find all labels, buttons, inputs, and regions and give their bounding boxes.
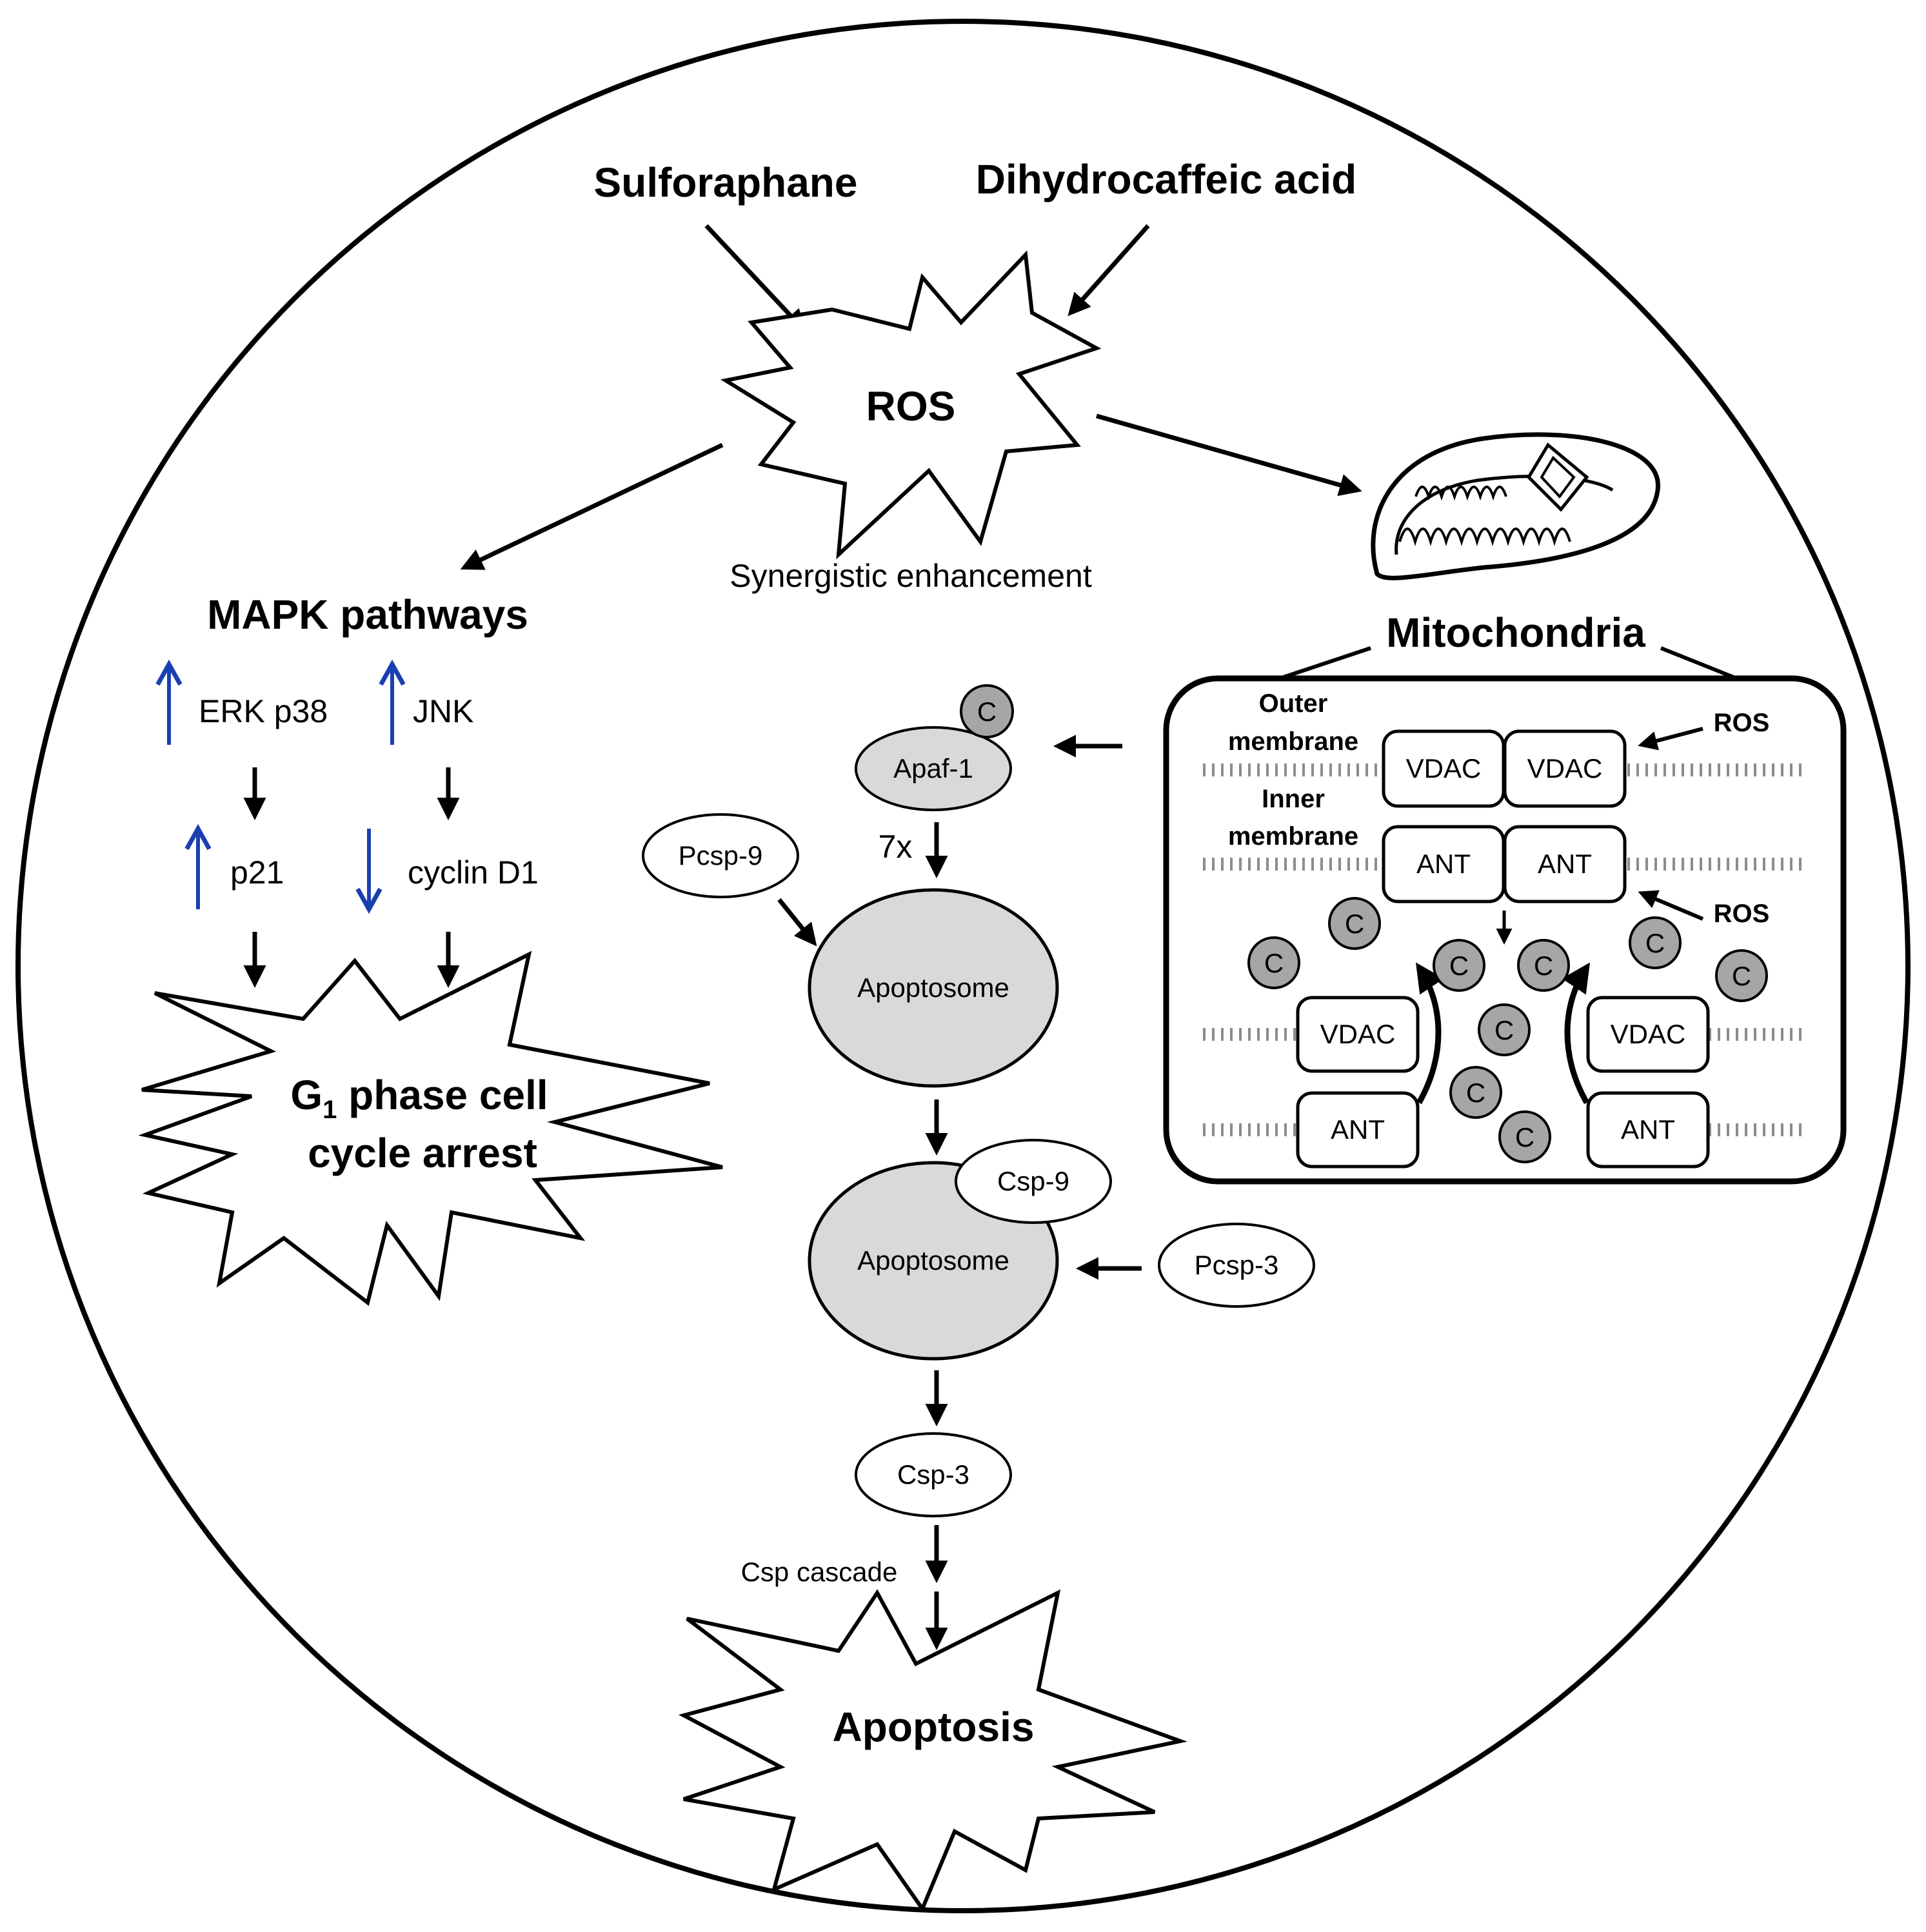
cytochrome-c-5 [1629,916,1682,969]
mapk-title: MAPK pathways [207,591,528,638]
dihydrocaffeic-acid-label: Dihydrocaffeic acid [976,156,1356,202]
arrow-ros-mito [1096,413,1362,497]
csp-3-node [855,1432,1012,1517]
arrow-pcsp9-apoptosome [777,898,817,947]
vdac-box-2 [1503,729,1627,808]
pcsp-9-node [642,813,799,898]
inner-membrane-label-1: Inner [1262,785,1325,813]
outer-membrane-right [1625,764,1805,776]
pcsp-3-label: Pcsp-3 [1195,1250,1279,1280]
cytochrome-c-label-1: C [1345,909,1364,939]
apoptosome-2-label: Apoptosome [857,1245,1009,1276]
outer-membrane-label-2: membrane [1228,727,1358,756]
ant-label-4: ANT [1621,1114,1675,1145]
apoptosis-label: Apoptosis [833,1704,1035,1750]
mitochondria-title: Mitochondria [1386,609,1645,656]
cyt-c-bound-label: C [977,696,997,727]
inner-membrane-left [1201,858,1383,871]
cytochrome-c-label-8: C [1466,1078,1485,1108]
cytochrome-c-2 [1247,936,1300,989]
arrest-label-line1: G1 phase cell [290,1072,548,1124]
ros-label-inner: ROS [1714,900,1770,928]
cytochrome-c-6 [1715,949,1768,1002]
ros-label: ROS [866,383,956,429]
cytochrome-c-label-7: C [1494,1015,1514,1045]
vdac-label-1: VDAC [1406,753,1482,784]
ant-label-3: ANT [1331,1114,1385,1145]
sulforaphane-label: Sulforaphane [594,159,858,206]
cytochrome-c-3 [1433,939,1485,992]
ros-label-outer: ROS [1714,709,1770,737]
lower-outer-membrane-right [1709,1028,1806,1041]
arrow-ros-outer [1638,727,1703,751]
vdac-label-3: VDAC [1320,1019,1396,1049]
opening-arrow-right [1562,962,1590,1105]
outer-membrane-left [1201,764,1383,776]
cyt-c-bound [960,684,1014,738]
vdac-label-2: VDAC [1527,753,1603,784]
cytochrome-c-label-6: C [1732,961,1751,991]
cytochrome-c-label-9: C [1515,1122,1534,1152]
cytochrome-c-7 [1478,1003,1531,1056]
outer-membrane-label-1: Outer [1259,689,1328,718]
ros-burst [720,250,1102,560]
erk-p38-label: ERK p38 [199,693,328,729]
csp-3-label: Csp-3 [897,1459,969,1490]
cytochrome-c-8 [1449,1066,1502,1119]
arrow-ros-mapk [460,442,724,570]
apoptosome-1-label: Apoptosome [857,972,1009,1003]
ant-label-1: ANT [1416,849,1471,879]
apaf-1-label: Apaf-1 [893,753,973,784]
cytochrome-c-label-2: C [1264,948,1284,978]
ant-label-2: ANT [1538,849,1592,879]
vdac-box-3 [1296,996,1420,1073]
inner-membrane-right [1625,858,1805,871]
cytochrome-c-9 [1498,1110,1551,1163]
arrow-sulforaphane-ros [704,224,806,333]
cytochrome-c-label-4: C [1534,951,1553,981]
ant-box-3 [1296,1091,1420,1168]
ant-box-2 [1503,825,1627,903]
csp-9-node [955,1139,1112,1224]
vdac-box-4 [1586,996,1710,1073]
arrow-ros-inner [1638,890,1704,921]
csp-9-label: Csp-9 [997,1166,1069,1196]
pcsp-9-label: Pcsp-9 [679,840,763,871]
ant-box-4 [1586,1091,1710,1168]
arrest-label-line2: cycle arrest [308,1130,537,1176]
vdac-label-4: VDAC [1611,1019,1686,1049]
jnk-label: JNK [413,693,473,729]
arrow-dhca-ros [1067,224,1150,317]
lower-outer-membrane-left [1201,1028,1298,1041]
inner-membrane-label-2: membrane [1228,822,1358,851]
pcsp-3-node [1158,1223,1315,1308]
multiplier-label: 7x [879,829,913,865]
cytochrome-c-label-5: C [1645,928,1665,958]
cytochrome-c-1 [1328,897,1381,950]
mitochondrion-icon [1371,432,1660,580]
mito-zoom-line-left [1273,646,1371,682]
p21-label: p21 [230,854,284,891]
mito-zoom-line-right [1660,646,1743,682]
cytochrome-c-label-3: C [1449,951,1469,981]
cytochrome-c-4 [1517,939,1570,992]
cyclin-d1-label: cyclin D1 [408,854,539,891]
synergistic-note: Synergistic enhancement [730,558,1092,594]
lower-inner-membrane-right [1709,1123,1806,1136]
apaf-1-node [855,726,1012,811]
opening-arrow-left [1416,962,1444,1105]
apoptosis-burst [678,1589,1187,1913]
apoptosome-1 [808,888,1059,1088]
arrest-burst [138,951,723,1306]
lower-inner-membrane-left [1201,1123,1298,1136]
csp-cascade-label: Csp cascade [741,1557,898,1587]
